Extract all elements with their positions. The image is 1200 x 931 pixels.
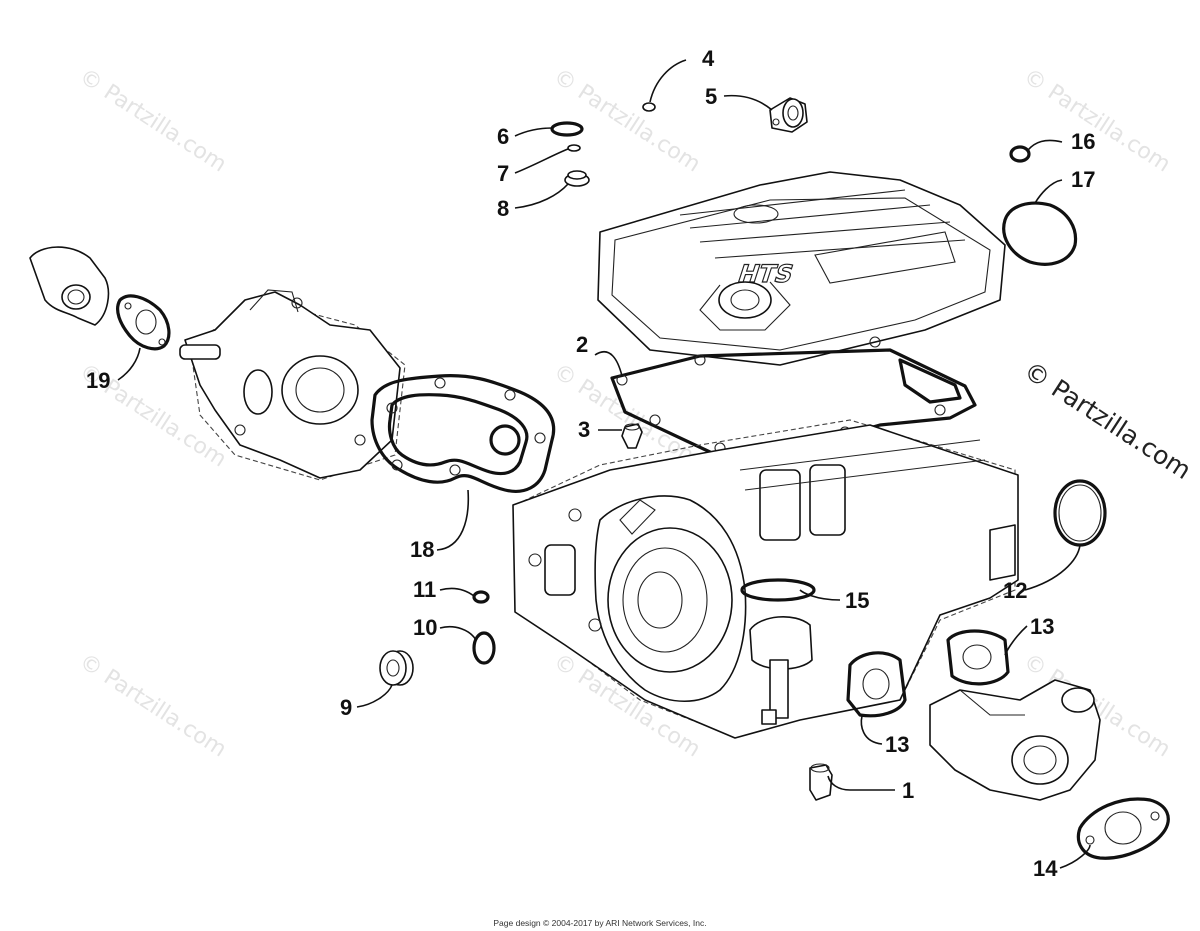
o-ring-15-drawing xyxy=(740,578,816,602)
gasket-17-drawing xyxy=(1002,201,1078,266)
gasket-13-right-drawing xyxy=(946,629,1010,686)
callout-2: 2 xyxy=(576,332,588,357)
callout-9: 9 xyxy=(340,695,352,720)
o-ring-12-drawing xyxy=(1053,479,1107,547)
watermark: © Partzilla.com xyxy=(75,64,231,177)
callout-3: 3 xyxy=(578,417,590,442)
grommet-8-drawing xyxy=(564,170,590,187)
callout-11: 11 xyxy=(413,577,436,602)
watermark-main: © Partzilla.com xyxy=(1019,356,1197,485)
washer-7-drawing xyxy=(567,144,581,152)
gasket-18-drawing xyxy=(370,374,556,493)
callout-15: 15 xyxy=(845,588,869,613)
callout-7: 7 xyxy=(497,161,509,186)
callout-13-right: 13 xyxy=(1030,614,1054,639)
o-ring-10-drawing xyxy=(472,631,496,665)
page-footer: Page design © 2004-2017 by ARI Network S… xyxy=(493,918,707,928)
callout-17: 17 xyxy=(1071,167,1095,192)
water-pump-housing-drawing xyxy=(179,289,406,481)
watermark: © Partzilla.com xyxy=(75,649,231,762)
watermark: © Partzilla.com xyxy=(549,359,705,472)
leader-lines xyxy=(117,59,1091,869)
gasket-14-drawing xyxy=(1076,797,1170,860)
fitting-3-drawing xyxy=(621,423,643,449)
callout-10: 10 xyxy=(413,615,437,640)
callout-8: 8 xyxy=(497,196,509,221)
callout-6: 6 xyxy=(497,124,509,149)
seal-9-drawing xyxy=(379,650,414,686)
water-outlet-elbow-drawing xyxy=(29,246,110,326)
valve-cover-drawing: HTS xyxy=(597,171,1006,366)
callout-18: 18 xyxy=(410,537,434,562)
callout-12: 12 xyxy=(1003,578,1027,603)
callout-14: 14 xyxy=(1033,856,1058,881)
o-ring-16-drawing xyxy=(1009,145,1031,163)
o-ring-11-drawing xyxy=(472,590,490,604)
cap-5-drawing xyxy=(769,97,808,133)
callout-16: 16 xyxy=(1071,129,1095,154)
plug-1-drawing xyxy=(809,763,833,801)
gasket-13-left-drawing xyxy=(846,651,907,718)
callout-4: 4 xyxy=(702,46,715,71)
callout-19: 19 xyxy=(86,368,110,393)
gasket-19-drawing xyxy=(116,294,171,351)
callout-1: 1 xyxy=(902,778,914,803)
watermark: © Partzilla.com xyxy=(1019,64,1175,177)
callout-13-lower: 13 xyxy=(885,732,909,757)
thermostat-housing-drawing xyxy=(929,679,1101,801)
watermark: © Partzilla.com xyxy=(549,64,705,177)
washer-4-drawing xyxy=(642,102,656,112)
o-ring-6-drawing xyxy=(550,121,584,137)
callout-5: 5 xyxy=(705,84,717,109)
callout-labels: 1 2 3 4 5 6 7 8 9 10 11 12 13 13 14 15 1… xyxy=(86,46,1095,881)
